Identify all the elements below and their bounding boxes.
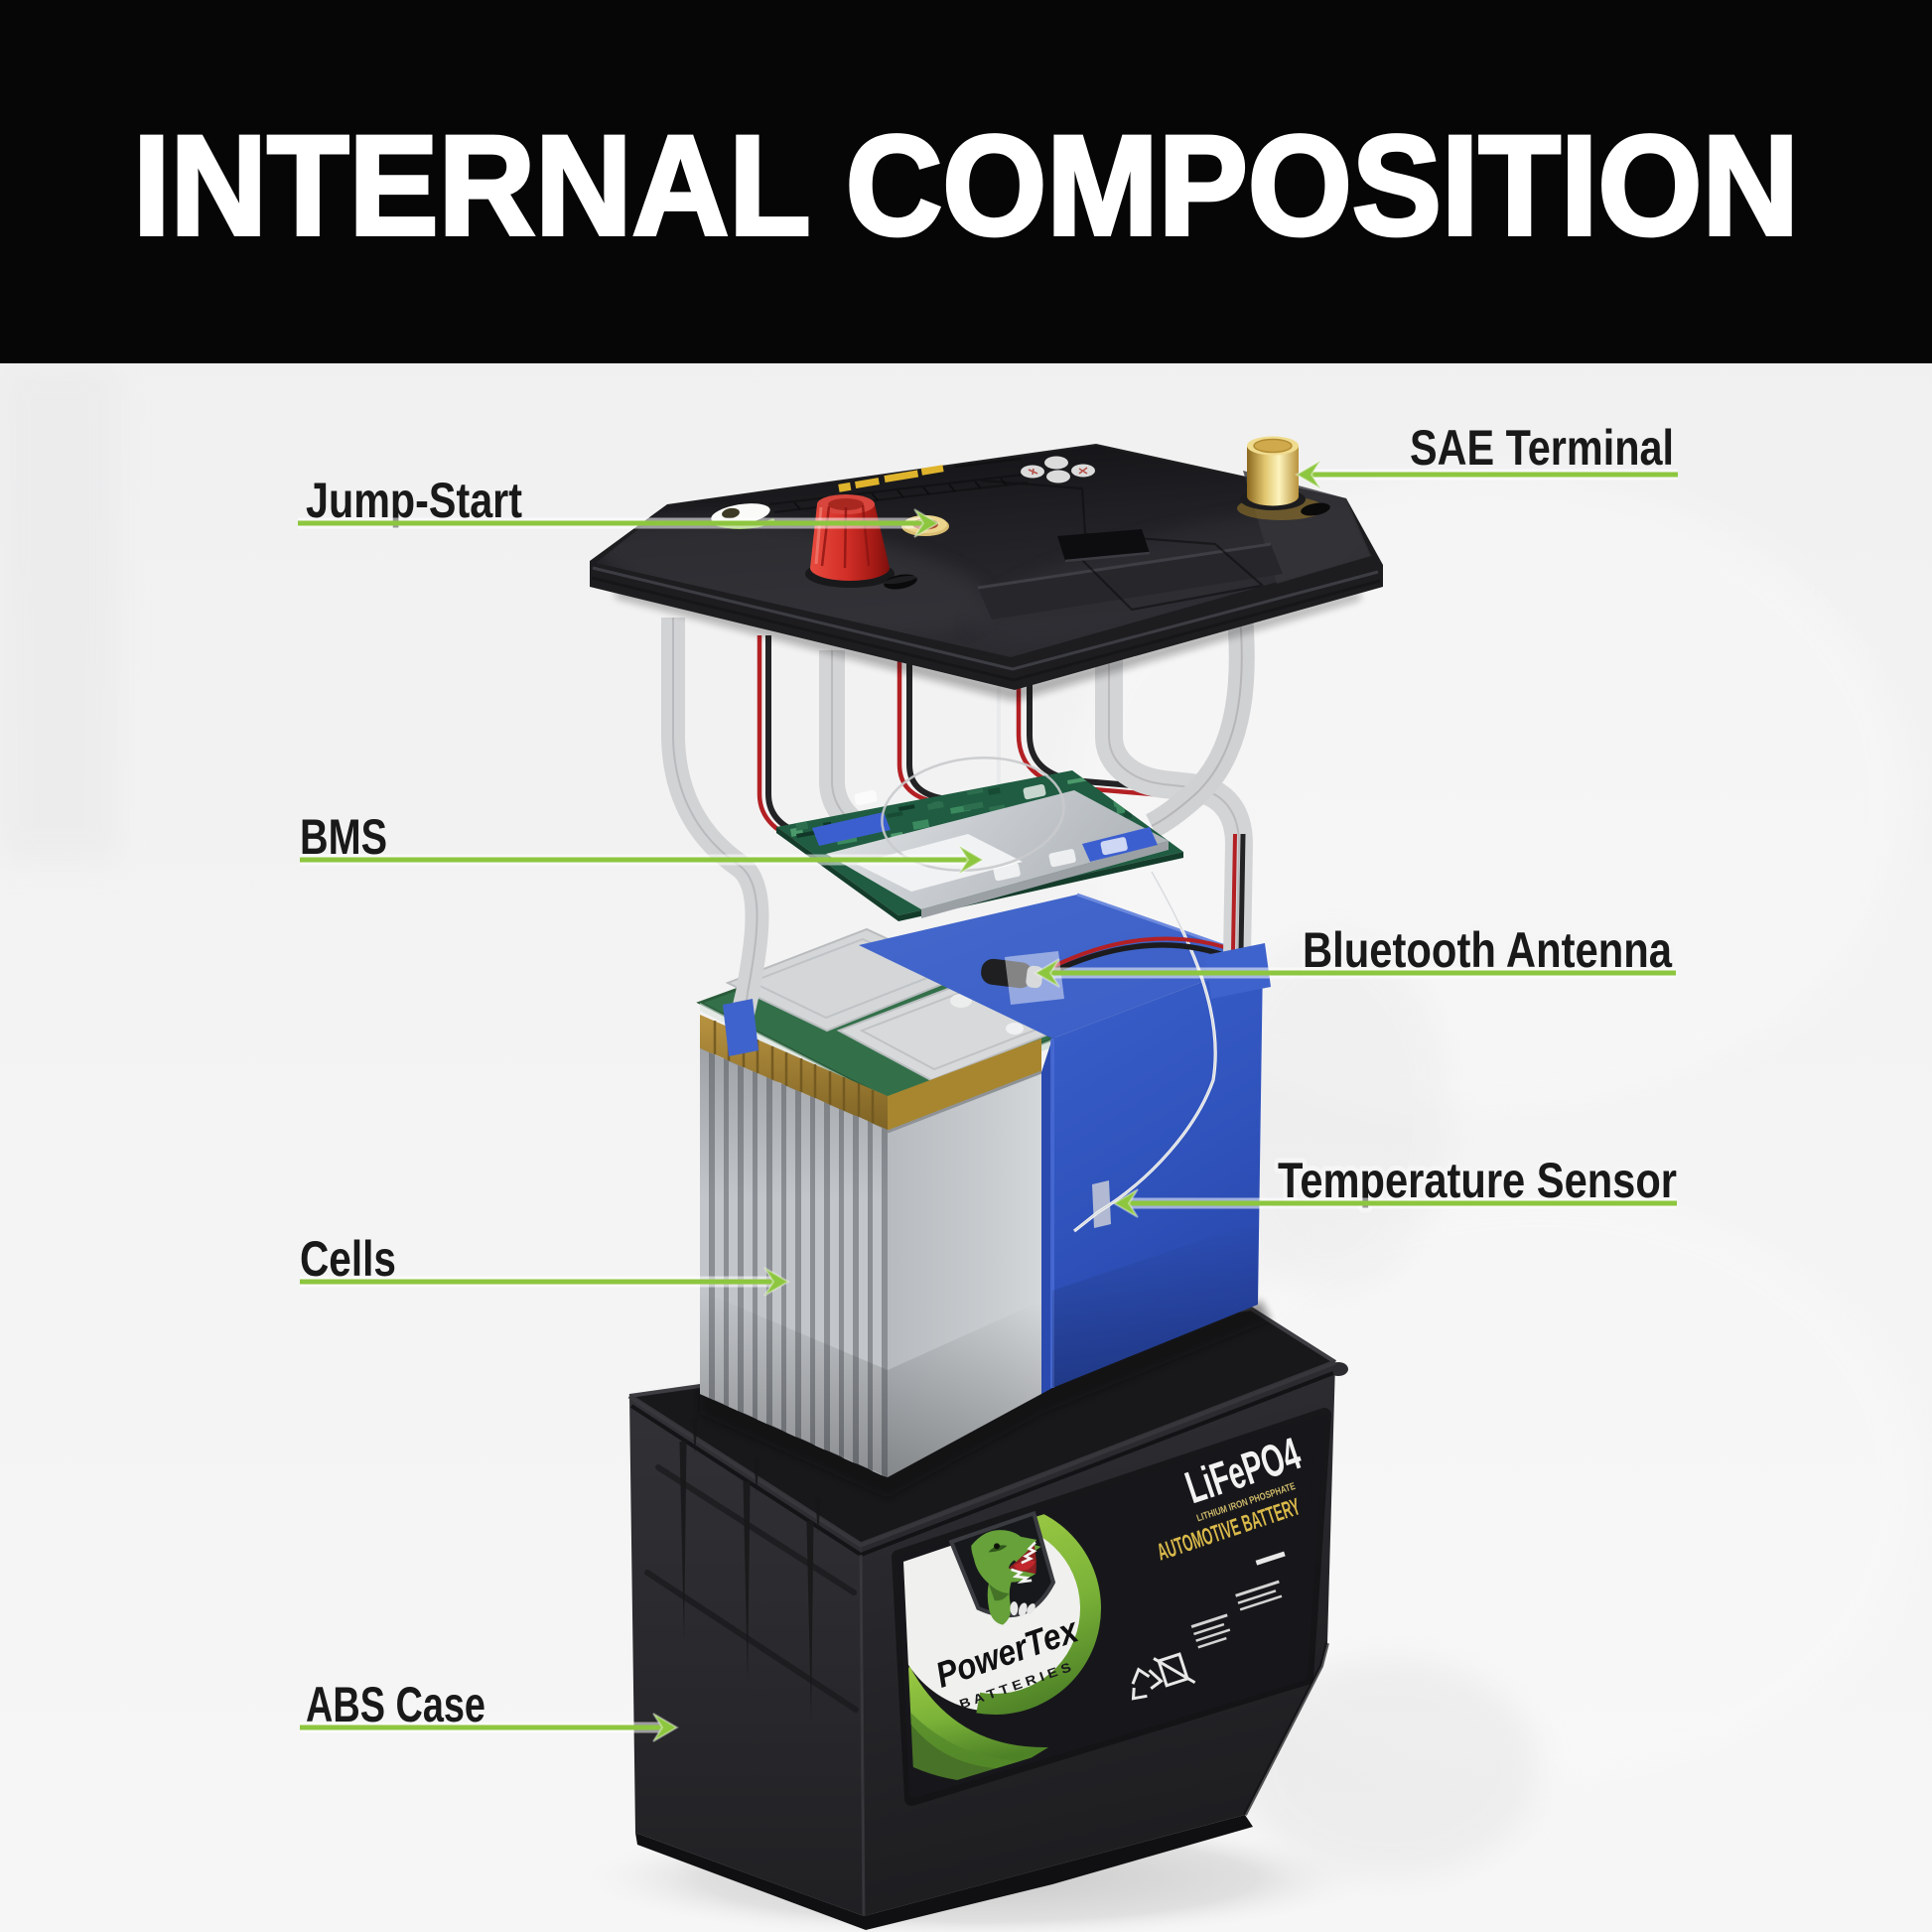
- svg-text:SAE Terminal: SAE Terminal: [1410, 420, 1674, 476]
- svg-text:INTERNAL COMPOSITION: INTERNAL COMPOSITION: [133, 107, 1799, 265]
